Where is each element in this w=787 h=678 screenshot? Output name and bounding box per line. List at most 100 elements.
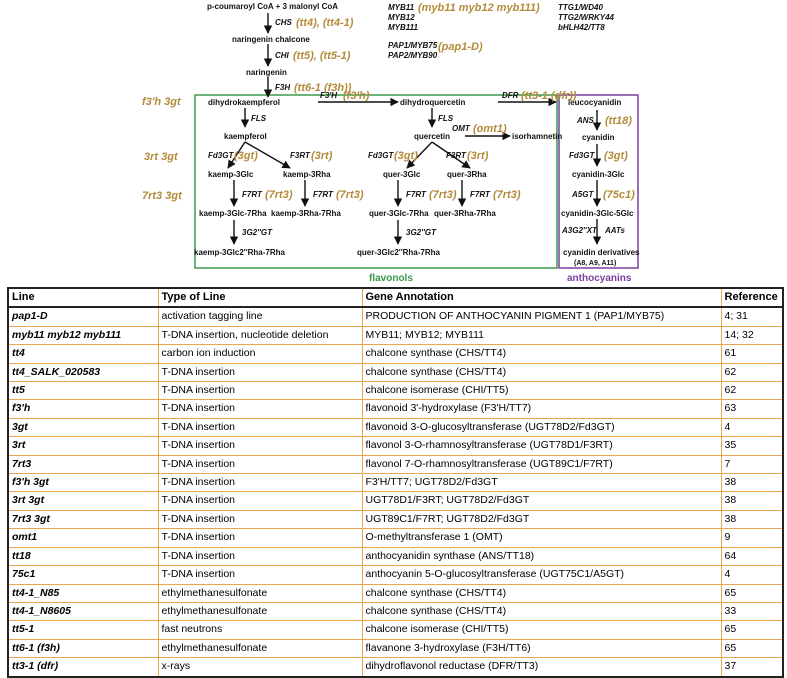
cell-type: fast neutrons bbox=[158, 620, 363, 640]
enzyme-f3h: F3H bbox=[275, 83, 290, 92]
side-label-3rt-3gt: 3rt 3gt bbox=[144, 151, 179, 163]
cell-reference: 33 bbox=[721, 602, 784, 621]
cell-gene: UGT89C1/F7RT; UGT78D2/Fd3GT bbox=[362, 510, 722, 529]
enzyme-a3g2xt: A3G2''XT bbox=[561, 226, 598, 235]
cell-reference: 38 bbox=[721, 491, 784, 511]
cell-reference: 65 bbox=[721, 639, 784, 658]
enzyme-fls-q: FLS bbox=[438, 114, 454, 123]
enzyme-chs: CHS bbox=[275, 18, 293, 27]
cell-type: T-DNA insertion bbox=[158, 381, 363, 400]
mutant-ans: (tt18) bbox=[605, 115, 632, 127]
mutant-myb: (myb11 myb12 myb111) bbox=[418, 2, 540, 14]
cell-type: T-DNA insertion bbox=[158, 547, 363, 566]
cell-reference: 38 bbox=[721, 473, 784, 492]
cell-reference: 9 bbox=[721, 528, 784, 548]
enzyme-f7rt-k1: F7RT bbox=[242, 190, 263, 199]
cell-gene: flavonoid 3'-hydroxylase (F3'H/TT7) bbox=[362, 399, 722, 419]
node-cyanidin-derivatives-sub: (A8, A9, A11) bbox=[574, 260, 616, 267]
regulator-pap2: PAP2/MYB90 bbox=[388, 51, 438, 60]
cell-gene: chalcone synthase (CHS/TT4) bbox=[362, 602, 722, 621]
cell-reference: 4; 31 bbox=[721, 307, 784, 327]
node-kaemp-3glc: kaemp-3Glc bbox=[208, 170, 254, 179]
mutant-chs: (tt4), (tt4-1) bbox=[296, 17, 354, 29]
arrow-f3rt-q bbox=[431, 141, 471, 169]
mutant-fd3gt-k: (3gt) bbox=[234, 150, 258, 162]
cell-reference: 7 bbox=[721, 455, 784, 474]
cell-gene: chalcone synthase (CHS/TT4) bbox=[362, 584, 722, 603]
cell-line: tt18 bbox=[7, 547, 159, 566]
enzyme-f3rt-q: F3RT bbox=[446, 151, 467, 160]
cell-line: tt4 bbox=[7, 344, 159, 364]
enzyme-f7rt-q1: F7RT bbox=[406, 190, 427, 199]
mutant-f3rt-q: (3rt) bbox=[467, 150, 489, 162]
enzyme-fd3gt-k: Fd3GT bbox=[208, 151, 234, 160]
node-cyanidin-3glc: cyanidin-3Glc bbox=[572, 170, 625, 179]
mutant-f7rt-k2: (7rt3) bbox=[336, 189, 364, 201]
cell-type: T-DNA insertion bbox=[158, 491, 363, 511]
node-isorhamnetin: isorhamnetin bbox=[512, 132, 562, 141]
mutant-f3ph: (f3'h) bbox=[343, 90, 370, 102]
cell-type: T-DNA insertion, nucleotide deletion bbox=[158, 326, 363, 345]
cell-gene: O-methyltransferase 1 (OMT) bbox=[362, 528, 722, 548]
cell-line: tt4-1_N8605 bbox=[7, 602, 159, 621]
enzyme-f7rt-k2: F7RT bbox=[313, 190, 334, 199]
cell-type: activation tagging line bbox=[158, 307, 363, 327]
cell-type: carbon ion induction bbox=[158, 344, 363, 364]
enzyme-fd3gt-q: Fd3GT bbox=[368, 151, 394, 160]
cell-type: T-DNA insertion bbox=[158, 528, 363, 548]
mutant-f7rt-q1: (7rt3) bbox=[429, 189, 457, 201]
node-dihydrokaempferol: dihydrokaempferol bbox=[208, 98, 280, 107]
enzyme-dfr: DFR bbox=[502, 91, 519, 100]
mutant-fd3gt-q: (3gt) bbox=[394, 150, 418, 162]
cell-type: ethylmethanesulfonate bbox=[158, 602, 363, 621]
regulator-pap1: PAP1/MYB75 bbox=[388, 41, 438, 50]
cell-gene: flavonoid 3-O-glucosyltransferase (UGT78… bbox=[362, 418, 722, 437]
node-quercetin: quercetin bbox=[414, 132, 450, 141]
cell-line: 75c1 bbox=[7, 565, 159, 584]
flavonoid-pathway-diagram: flavonols anthocyanins p-coumaroyl CoA +… bbox=[142, 2, 640, 284]
cell-line: 7rt3 3gt bbox=[7, 510, 159, 529]
cell-reference: 64 bbox=[721, 547, 784, 566]
header-line: Line bbox=[7, 288, 159, 308]
mutant-pap: (pap1-D) bbox=[438, 41, 483, 53]
cell-line: f3'h bbox=[7, 399, 159, 419]
mutant-f3rt-k: (3rt) bbox=[311, 150, 333, 162]
regulator-myb11: MYB11 bbox=[388, 3, 415, 12]
node-kaemp-3glc-7rha: kaemp-3Glc-7Rha bbox=[199, 209, 267, 218]
mutant-omt: (omt1) bbox=[473, 123, 507, 135]
node-precursor: p-coumaroyl CoA + 3 malonyl CoA bbox=[207, 2, 338, 11]
enzyme-aats: AATs bbox=[604, 226, 626, 235]
cell-gene: MYB11; MYB12; MYB111 bbox=[362, 326, 722, 345]
cell-type: T-DNA insertion bbox=[158, 363, 363, 382]
cell-gene: chalcone isomerase (CHI/TT5) bbox=[362, 620, 722, 640]
cell-line: 3rt 3gt bbox=[7, 491, 159, 511]
cell-gene: UGT78D1/F3RT; UGT78D2/Fd3GT bbox=[362, 491, 722, 511]
arrow-fd3gt-q bbox=[406, 141, 433, 169]
cell-reference: 61 bbox=[721, 344, 784, 364]
cell-line: pap1-D bbox=[7, 307, 159, 327]
cell-gene: chalcone synthase (CHS/TT4) bbox=[362, 344, 722, 364]
cell-type: T-DNA insertion bbox=[158, 436, 363, 456]
regulator-bhlh42: bHLH42/TT8 bbox=[558, 23, 605, 32]
cell-reference: 4 bbox=[721, 565, 784, 584]
cell-gene: chalcone synthase (CHS/TT4) bbox=[362, 363, 722, 382]
regulator-myb12: MYB12 bbox=[388, 13, 415, 22]
anthocyanins-label: anthocyanins bbox=[567, 273, 632, 284]
node-kaemp-3glc2rha-7rha: kaemp-3Glc2''Rha-7Rha bbox=[194, 248, 286, 257]
regulator-myb111: MYB111 bbox=[388, 23, 418, 32]
cell-type: T-DNA insertion bbox=[158, 473, 363, 492]
cell-type: T-DNA insertion bbox=[158, 455, 363, 474]
cell-type: T-DNA insertion bbox=[158, 399, 363, 419]
